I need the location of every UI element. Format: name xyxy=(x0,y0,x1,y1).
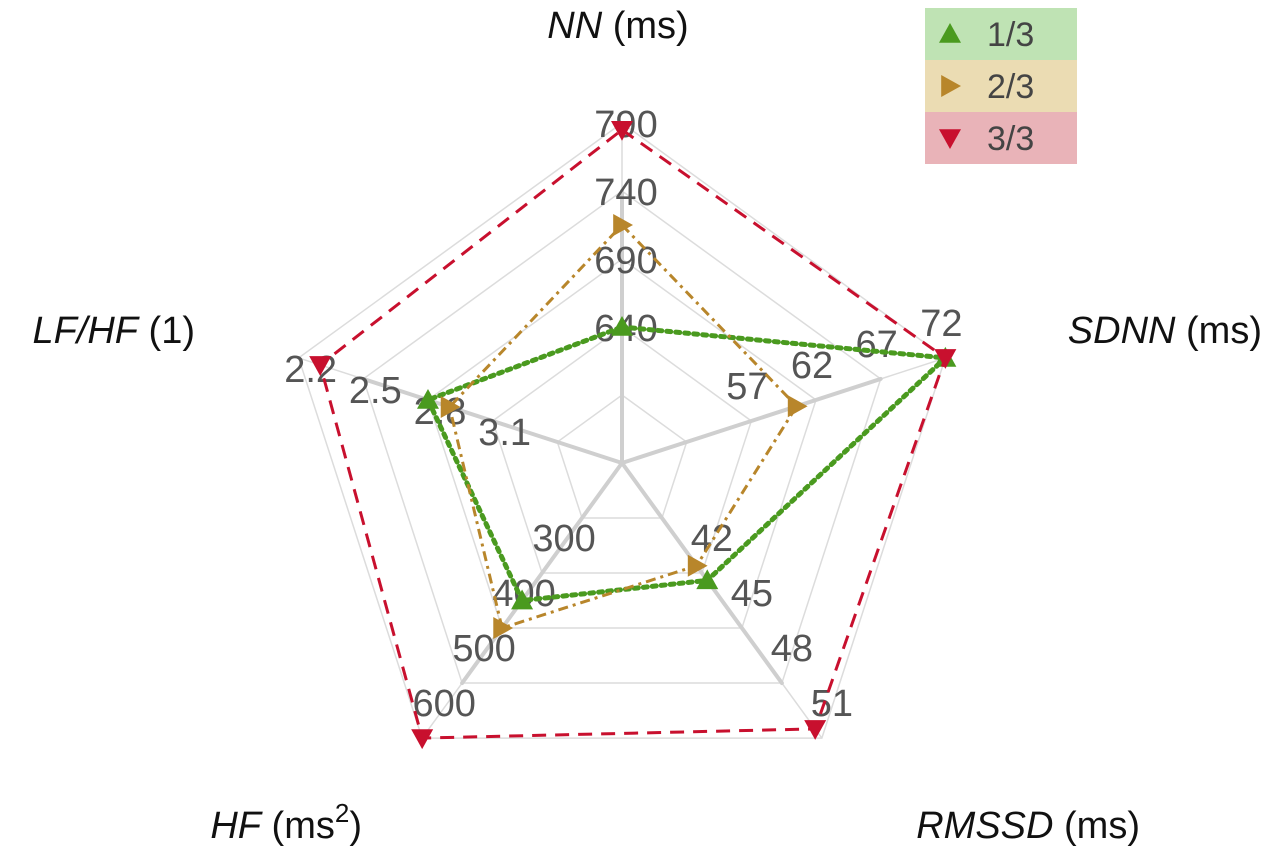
tick-label-lf-hf-4: 2.2 xyxy=(284,349,337,391)
tick-label-rmssd-4: 51 xyxy=(811,683,853,725)
axis-titles: NN (ms)SDNN (ms)RMSSD (ms)HF (ms2)LF/HF … xyxy=(32,5,1262,847)
data-point-2-3-nn xyxy=(613,214,633,236)
radar-spokes xyxy=(298,123,946,739)
axis-title-rmssd: RMSSD (ms) xyxy=(916,805,1140,847)
axis-title-hf: HF (ms2) xyxy=(210,798,362,847)
axis-unit-hf: (ms xyxy=(261,805,335,847)
series-2-3 xyxy=(440,214,808,640)
data-point-2-3-hf xyxy=(493,617,514,640)
tick-label-sdnn-1: 57 xyxy=(726,366,768,408)
data-point-1-3-hf xyxy=(511,589,534,610)
legend-marker-1-3 xyxy=(939,23,961,43)
tick-label-sdnn-4: 72 xyxy=(920,303,962,345)
axis-unit-rmssd: (ms) xyxy=(1053,805,1140,847)
series-line-1-3 xyxy=(424,324,952,604)
legend-marker-3-3 xyxy=(939,129,961,149)
spoke-bold-lf-hf xyxy=(361,376,624,465)
data-point-3-3-sdnn xyxy=(934,349,957,369)
legend-marker-2-3 xyxy=(941,75,961,97)
tick-label-rmssd-2: 45 xyxy=(731,573,773,615)
axis-name-lf-hf: LF/HF xyxy=(32,310,139,352)
tick-label-rmssd-1: 42 xyxy=(691,518,733,560)
data-point-3-3-hf xyxy=(411,729,434,750)
series-line-2-3 xyxy=(447,222,799,630)
tick-label-hf-1: 300 xyxy=(532,518,595,560)
grid-ring-2 xyxy=(491,326,753,574)
data-point-3-3-lf-hf xyxy=(309,356,332,376)
tick-label-nn-2: 690 xyxy=(594,240,657,282)
data-point-2-3-lf-hf xyxy=(440,395,461,418)
tick-label-sdnn-2: 62 xyxy=(791,345,833,387)
series-line-3-3 xyxy=(318,127,948,740)
axis-name-sdnn: SDNN xyxy=(1068,310,1176,352)
data-point-1-3-nn xyxy=(611,316,633,336)
series-3-3 xyxy=(309,121,957,750)
grid-ring-3 xyxy=(427,258,817,629)
legend-label-3-3: 3/3 xyxy=(987,120,1034,158)
tick-label-hf-4: 600 xyxy=(412,683,475,725)
axis-unit-nn: (ms) xyxy=(602,5,689,47)
axis-title-nn: NN (ms) xyxy=(547,5,688,47)
tick-label-lf-hf-3: 2.5 xyxy=(349,370,402,412)
axis-name-hf: HF xyxy=(210,805,262,847)
series-layer xyxy=(309,121,957,750)
axis-unit-sup-hf: 2 xyxy=(335,798,349,828)
axis-name-rmssd: RMSSD xyxy=(916,805,1053,847)
tick-label-rmssd-3: 48 xyxy=(771,628,813,670)
tick-label-nn-3: 740 xyxy=(594,172,657,214)
tick-label-lf-hf-1: 3.1 xyxy=(478,412,531,454)
data-point-2-3-rmssd xyxy=(687,554,708,577)
data-point-2-3-sdnn xyxy=(787,395,808,418)
data-point-3-3-rmssd xyxy=(804,720,827,740)
axis-unit-close-hf: ) xyxy=(349,805,362,847)
data-point-1-3-lf-hf xyxy=(416,388,439,409)
tick-label-hf-3: 500 xyxy=(452,628,515,670)
spoke-bold-rmssd xyxy=(620,461,784,686)
spoke-bold-sdnn xyxy=(620,376,883,465)
legend-label-2-3: 2/3 xyxy=(987,68,1034,106)
axis-title-lf-hf: LF/HF (1) xyxy=(32,310,195,352)
axis-name-nn: NN xyxy=(547,5,602,47)
axis-unit-sdnn: (ms) xyxy=(1175,310,1262,352)
grid-ring-1 xyxy=(556,394,688,519)
legend: 1/3 2/3 3/3 xyxy=(925,8,1077,164)
axis-unit-lf-hf: (1) xyxy=(138,310,195,352)
data-point-1-3-rmssd xyxy=(696,569,719,590)
axis-title-sdnn: SDNN (ms) xyxy=(1068,310,1262,352)
spoke-bold-hf xyxy=(460,461,624,686)
tick-label-sdnn-3: 67 xyxy=(856,324,898,366)
data-point-3-3-nn xyxy=(611,121,633,141)
legend-label-1-3: 1/3 xyxy=(987,16,1034,54)
